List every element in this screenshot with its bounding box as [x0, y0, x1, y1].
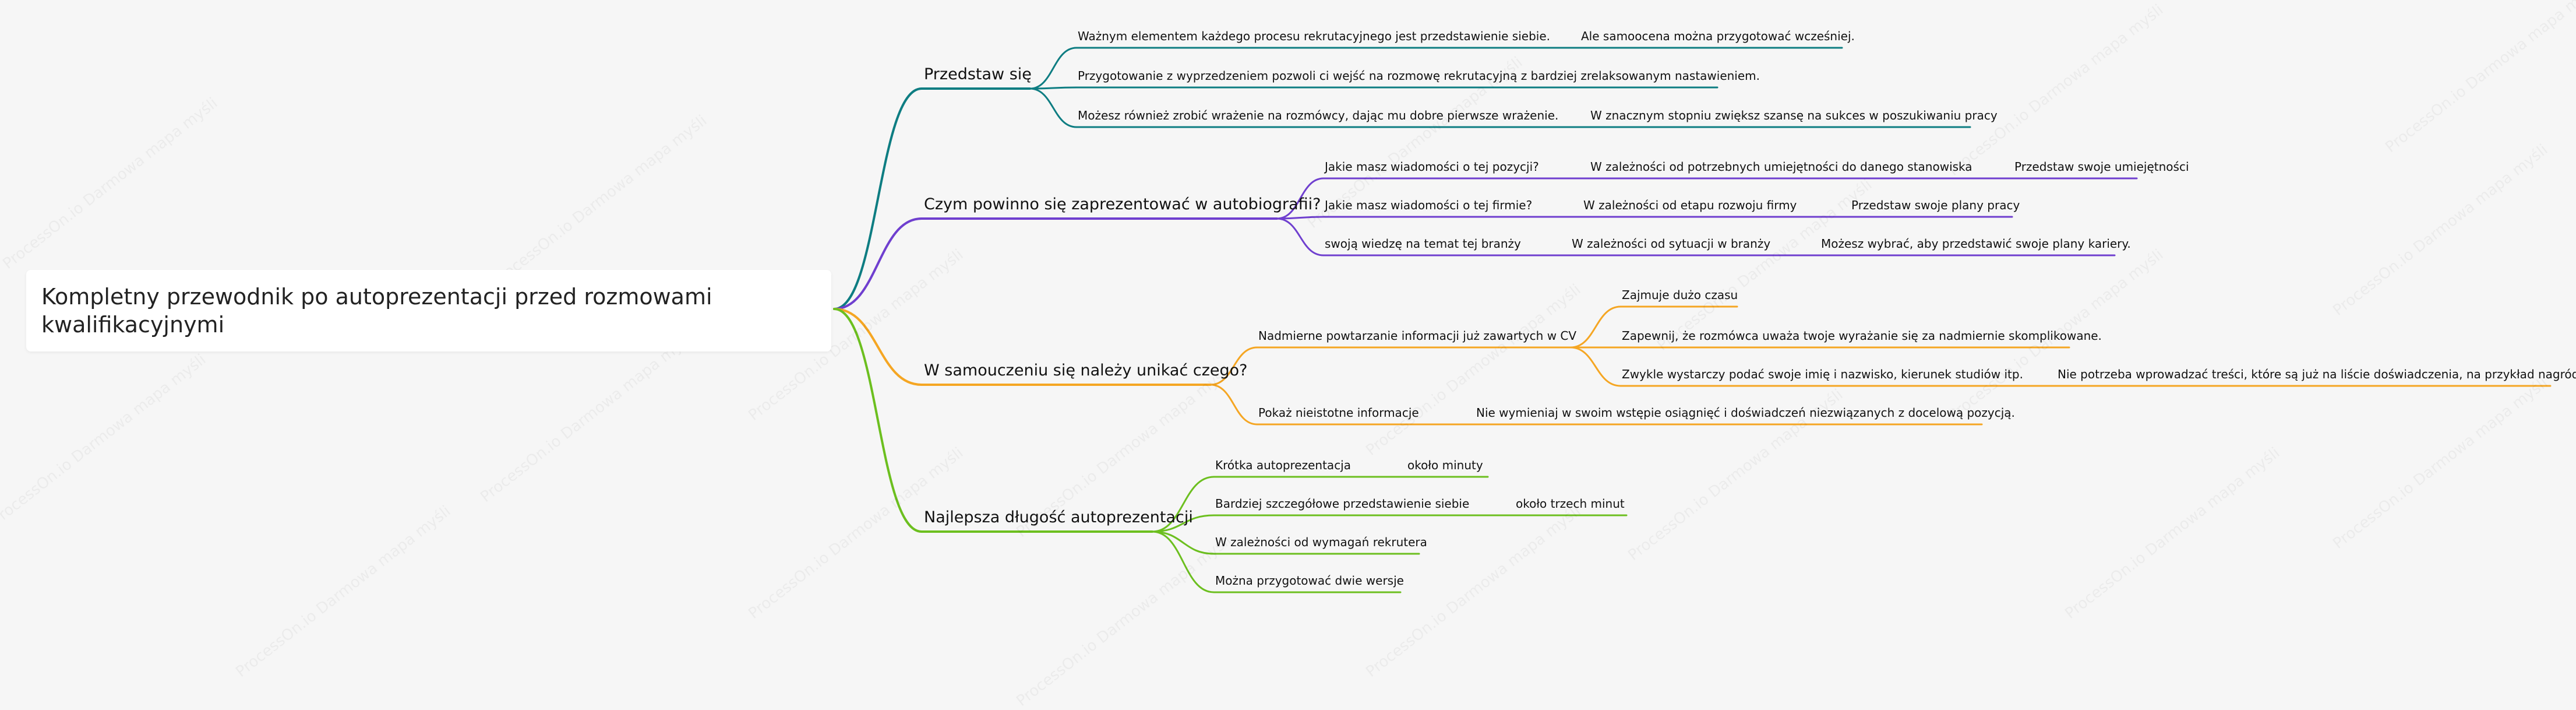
- watermark-text: ProcessOn.io Darmowa mapa myśli: [0, 351, 209, 529]
- connector-b4-0: [1151, 476, 1215, 533]
- watermark-text: ProcessOn.io Darmowa mapa myśli: [1363, 281, 1584, 459]
- watermark-text: ProcessOn.io Darmowa mapa myśli: [745, 444, 966, 623]
- watermark-text: ProcessOn.io Darmowa mapa myśli: [489, 112, 710, 290]
- subtopic-b2-1[interactable]: Jakie masz wiadomości o tej firmie?: [1325, 198, 1533, 212]
- subtopic-b1-0-0[interactable]: Ale samoocena można przygotować wcześnie…: [1581, 29, 1855, 43]
- mind-map-connectors: [833, 47, 2552, 593]
- watermark-text: ProcessOn.io Darmowa mapa myśli: [2330, 141, 2551, 319]
- connector-b3-0: [1209, 346, 1258, 386]
- subtopic-b2-2-0-0[interactable]: Możesz wybrać, aby przedstawić swoje pla…: [1821, 237, 2131, 251]
- watermark-text: ProcessOn.io Darmowa mapa myśli: [477, 328, 698, 506]
- branch-topic-b1[interactable]: Przedstaw się: [924, 65, 1032, 83]
- connector-b3-1: [1209, 384, 1258, 426]
- subtopic-b1-0[interactable]: Ważnym elementem każdego procesu rekruta…: [1078, 29, 1551, 43]
- subtopic-b4-0-0[interactable]: około minuty: [1407, 458, 1483, 472]
- connector-b2-2: [1276, 217, 1325, 256]
- subtopic-b4-1-0[interactable]: około trzech minut: [1516, 497, 1625, 511]
- connector-b3-0-0: [1569, 305, 1622, 349]
- subtopic-b2-2[interactable]: swoją wiedzę na temat tej branży: [1325, 237, 1521, 251]
- subtopic-b2-2-0[interactable]: W zależności od sytuacji w branży: [1572, 237, 1771, 251]
- subtopic-b3-0-2[interactable]: Zwykle wystarczy podać swoje imię i nazw…: [1622, 367, 2023, 381]
- connector-b2-1: [1276, 216, 1325, 220]
- watermark-text: ProcessOn.io Darmowa mapa myśli: [2330, 374, 2551, 553]
- subtopic-b1-2-0[interactable]: W znacznym stopniu zwiększ szansę na suk…: [1590, 108, 1998, 122]
- branch-topic-b2[interactable]: Czym powinno się zaprezentować w autobio…: [924, 195, 1321, 213]
- connector-b4-2: [1151, 530, 1215, 555]
- subtopic-b3-1-0[interactable]: Nie wymieniaj w swoim wstępie osiągnięć …: [1476, 406, 2015, 420]
- subtopic-b2-0[interactable]: Jakie masz wiadomości o tej pozycji?: [1325, 160, 1539, 174]
- subtopic-b4-0[interactable]: Krótka autoprezentacja: [1215, 458, 1351, 472]
- root-topic-label: Kompletny przewodnik po autoprezentacji …: [41, 284, 712, 338]
- subtopic-b1-2[interactable]: Możesz również zrobić wrażenie na rozmów…: [1078, 108, 1559, 122]
- branch-topic-b3[interactable]: W samouczeniu się należy unikać czego?: [924, 361, 1248, 379]
- connector-b2: [833, 217, 923, 310]
- connector-b4-3: [1151, 530, 1215, 593]
- subtopic-b2-1-0-0[interactable]: Przedstaw swoje plany pracy: [1851, 198, 2020, 212]
- subtopic-b3-1[interactable]: Pokaż nieistotne informacje: [1258, 406, 1419, 420]
- watermark-text: ProcessOn.io Darmowa mapa myśli: [1945, 1, 2166, 180]
- subtopic-b2-0-0-0[interactable]: Przedstaw swoje umiejętności: [2014, 160, 2189, 174]
- connector-b1-2: [1029, 87, 1078, 128]
- connector-b2-0: [1276, 177, 1325, 220]
- branch-topic-b4[interactable]: Najlepsza długość autoprezentacji: [924, 508, 1193, 526]
- subtopic-b2-1-0[interactable]: W zależności od etapu rozwoju firmy: [1583, 198, 1797, 212]
- connector-b4-1: [1151, 514, 1215, 533]
- watermark-text: ProcessOn.io Darmowa mapa myśli: [232, 502, 454, 681]
- subtopic-b3-0[interactable]: Nadmierne powtarzanie informacji już zaw…: [1258, 329, 1577, 343]
- watermark-text: ProcessOn.io Darmowa mapa myśli: [2382, 0, 2576, 156]
- subtopic-b4-2[interactable]: W zależności od wymagań rekrutera: [1215, 535, 1427, 549]
- subtopic-b3-0-0[interactable]: Zajmuje dużo czasu: [1622, 288, 1738, 302]
- connector-b1-1: [1029, 86, 1078, 90]
- subtopic-b2-0-0[interactable]: W zależności od potrzebnych umiejętności…: [1590, 160, 1972, 174]
- watermark-text: ProcessOn.io Darmowa mapa myśli: [2062, 444, 2283, 623]
- connector-b3: [833, 308, 923, 386]
- connector-b1-0: [1029, 47, 1078, 90]
- subtopic-b3-0-2-0[interactable]: Nie potrzeba wprowadzać treści, które są…: [2058, 367, 2576, 381]
- subtopic-b1-1[interactable]: Przygotowanie z wyprzedzeniem pozwoli ci…: [1078, 69, 1760, 83]
- watermark-text: ProcessOn.io Darmowa mapa myśli: [0, 94, 221, 273]
- subtopic-b4-1[interactable]: Bardziej szczegółowe przedstawienie sieb…: [1215, 497, 1470, 511]
- subtopic-b4-3[interactable]: Można przygotować dwie wersje: [1215, 574, 1404, 588]
- connector-b3-0-2: [1569, 346, 1622, 387]
- watermark-text: ProcessOn.io Darmowa mapa myśli: [1013, 532, 1234, 710]
- connector-b1: [833, 87, 923, 310]
- subtopic-b3-0-1[interactable]: Zapewnij, że rozmówca uważa twoje wyraża…: [1622, 329, 2102, 343]
- connector-b4: [833, 308, 923, 533]
- root-topic[interactable]: Kompletny przewodnik po autoprezentacji …: [26, 270, 831, 352]
